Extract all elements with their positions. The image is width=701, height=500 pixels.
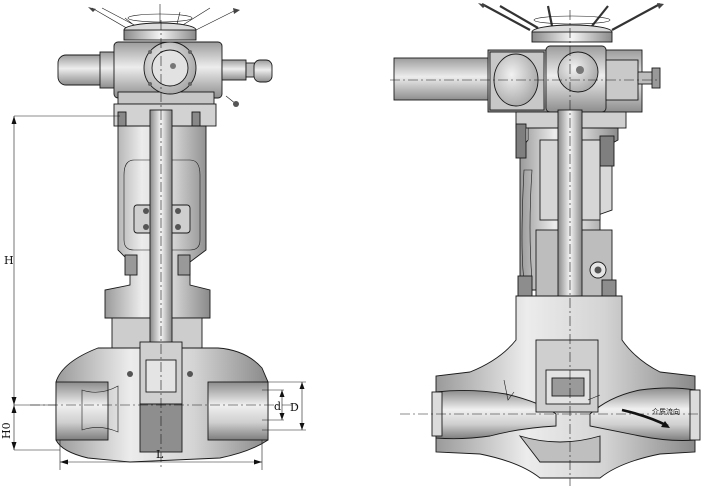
left-actuator xyxy=(57,41,273,107)
dim-H-label: H xyxy=(4,254,14,267)
right-handwheel xyxy=(478,3,664,43)
left-body xyxy=(55,341,269,463)
right-actuator xyxy=(393,45,661,129)
flow-direction-label: 介质流向 xyxy=(652,407,680,416)
right-body xyxy=(431,295,701,479)
left-valve: H H0 L d D xyxy=(0,4,306,470)
dim-d-label: d xyxy=(274,400,281,413)
dim-H0-label: H0 xyxy=(0,422,13,439)
dim-D-label: D xyxy=(290,401,299,414)
left-handwheel xyxy=(88,4,240,41)
right-valve: 介质流向 xyxy=(390,3,701,486)
left-dimensions: H H0 L d D xyxy=(0,115,306,470)
flow-direction: 介质流向 xyxy=(621,407,680,428)
dim-L-label: L xyxy=(156,448,164,461)
